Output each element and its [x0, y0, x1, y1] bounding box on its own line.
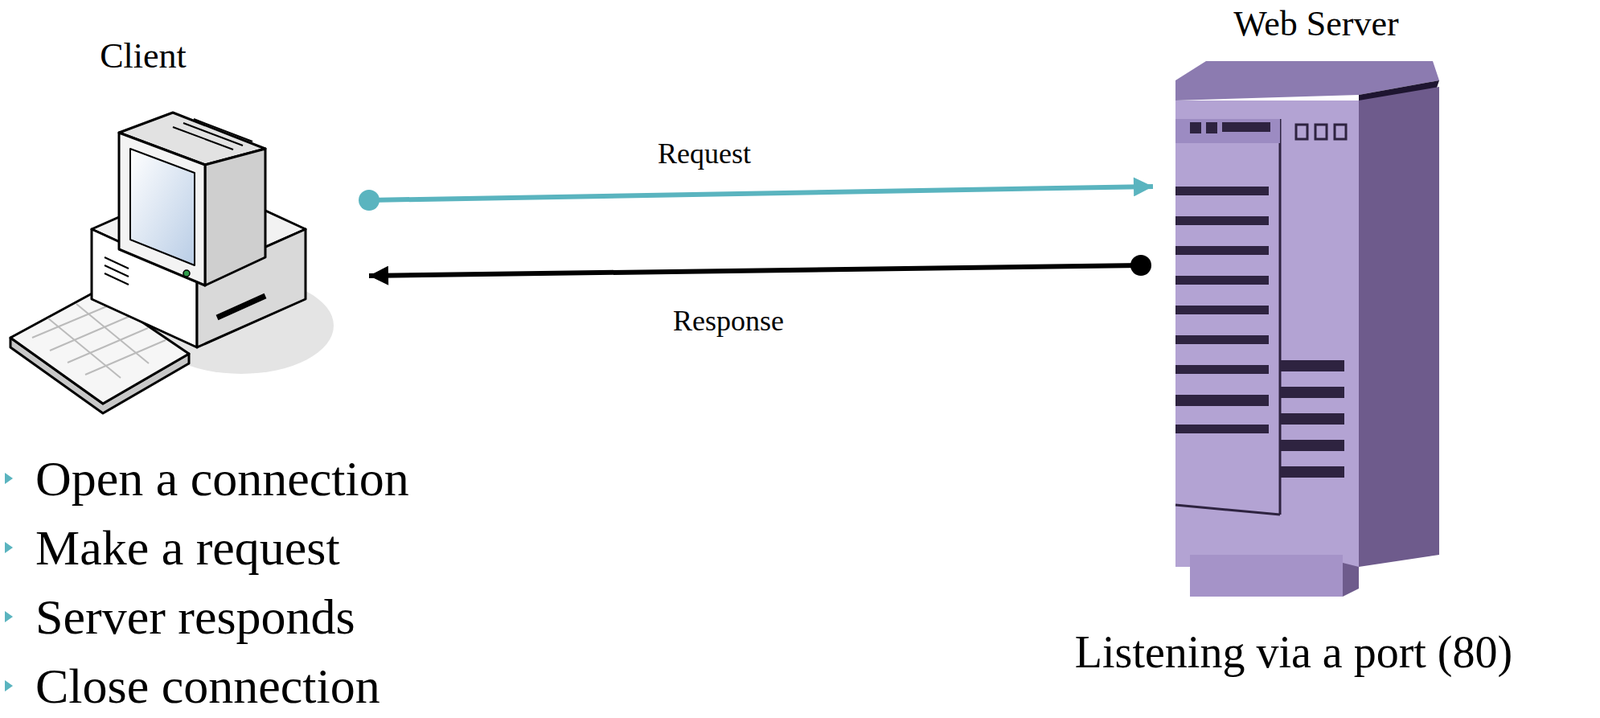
bullet-list: Open a connectionMake a requestServer re… [35, 443, 410, 718]
server-illustration [1175, 61, 1440, 597]
server-slot [1280, 466, 1345, 478]
connector-dot [1130, 254, 1152, 276]
bullet-item: Close connection [35, 651, 410, 718]
server-slot [1280, 386, 1345, 398]
connector-dot [358, 189, 380, 211]
connector-group [369, 254, 1152, 276]
server-slot [1280, 360, 1345, 372]
bullet-item: Make a request [35, 512, 410, 583]
server-slot [1175, 335, 1269, 345]
server-slot [1280, 439, 1345, 452]
bullet-item: Server responds [35, 582, 410, 652]
node-heading: Web Server [1233, 4, 1399, 44]
connector-group [358, 186, 1153, 211]
server-node: Web ServerListening via a port (80) [1157, 0, 1456, 700]
server-slot [1175, 186, 1269, 196]
flow-arrow [369, 186, 1153, 201]
node-caption: Listening via a port (80) [1074, 627, 1513, 678]
server-slot [1175, 305, 1269, 315]
edge-label: Request [657, 138, 751, 171]
server-slot [1175, 246, 1269, 255]
bullet-item: Open a connection [35, 443, 410, 513]
node-heading: Client [99, 36, 187, 76]
server-slot [1175, 365, 1269, 374]
edge-label: Response [672, 305, 784, 338]
server-slot [1175, 424, 1269, 434]
client-node: Client [8, 32, 358, 415]
server-slot [1175, 275, 1269, 285]
server-slot [1280, 413, 1345, 425]
flow-arrow [369, 265, 1141, 276]
server-slot [1175, 216, 1269, 226]
server-slot [1175, 394, 1269, 407]
computer-illustration [10, 112, 334, 414]
